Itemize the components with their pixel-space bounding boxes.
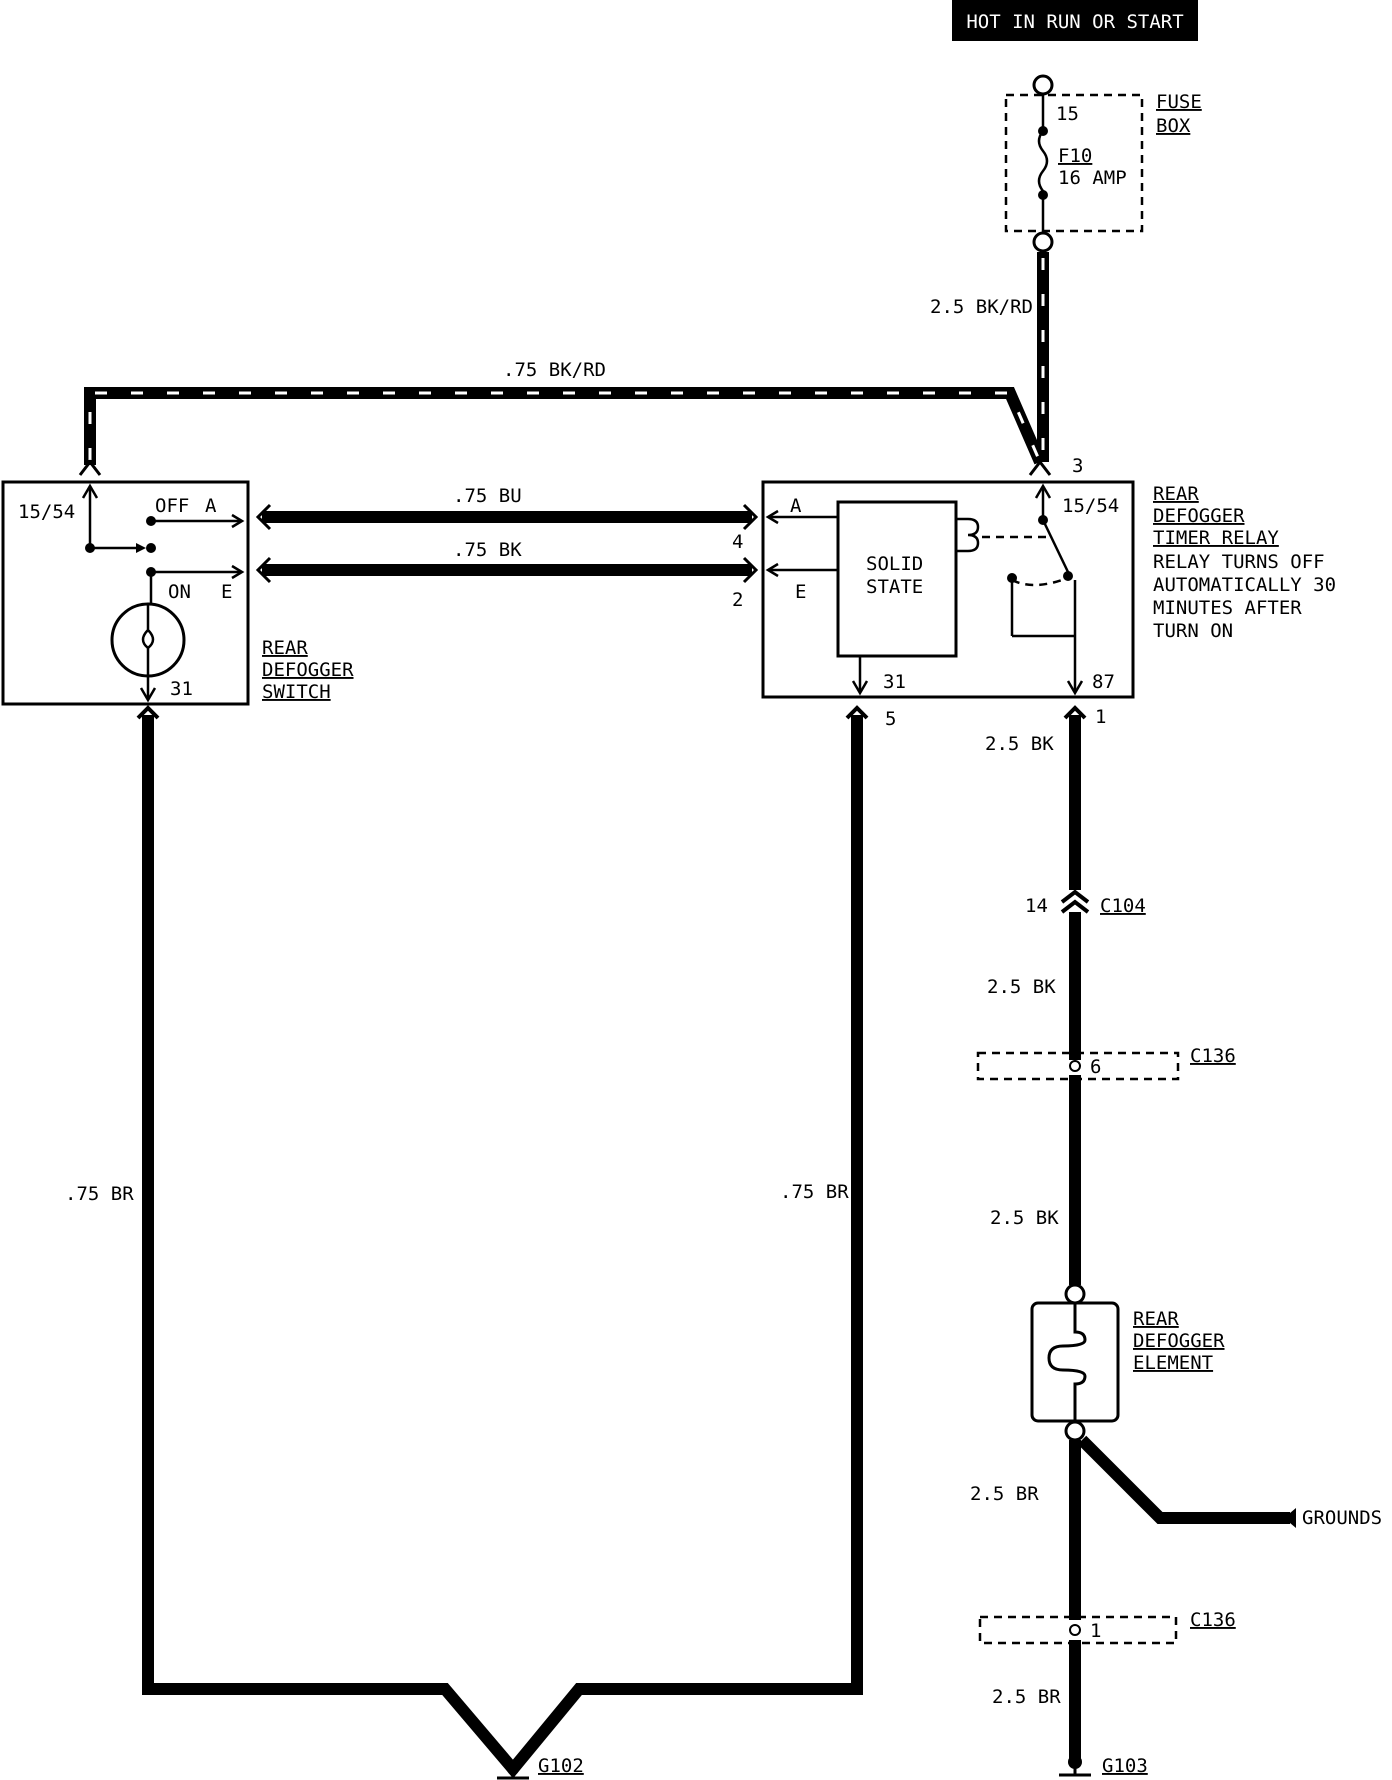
rear-defogger-switch: 15/54 OFF A ON E 31 REAR DEFOGGER SWITCH bbox=[1, 480, 354, 706]
switch-pin-ground: 31 bbox=[170, 678, 193, 700]
fuse-name: F10 bbox=[1058, 145, 1092, 167]
solid-state-module bbox=[836, 500, 958, 658]
solid-state-label-2: STATE bbox=[866, 576, 923, 598]
relay-pin-feed: 15/54 bbox=[1062, 495, 1119, 517]
relay-pin-ground: 31 bbox=[883, 671, 906, 693]
c104-name: C104 bbox=[1100, 895, 1146, 917]
power-header: HOT IN RUN OR START bbox=[952, 0, 1198, 41]
relay-note-1: RELAY TURNS OFF bbox=[1153, 551, 1325, 573]
wire-element-ground-label-1: 2.5 BR bbox=[970, 1483, 1039, 1505]
ground-g102: G102 bbox=[497, 1755, 584, 1780]
rear-defogger-timer-relay: 4 2 A E SOLID STATE 15/54 31 87 3 REAR D… bbox=[732, 455, 1336, 699]
switch-pos-on: ON bbox=[168, 581, 191, 603]
fuse-terminal: 15 bbox=[1056, 103, 1079, 125]
relay-note-4: TURN ON bbox=[1153, 620, 1233, 642]
wire-relay-out-label-2: 2.5 BK bbox=[987, 976, 1056, 998]
switch-label-1: REAR bbox=[262, 637, 308, 659]
heater-grid-icon bbox=[1047, 1303, 1087, 1421]
solid-state-label-1: SOLID bbox=[866, 553, 923, 575]
wire-switch-ground: .75 BR .75 BR 5 bbox=[65, 705, 896, 1779]
element-label-1: REAR bbox=[1133, 1308, 1179, 1330]
wire-relay-out-label-1: 2.5 BK bbox=[985, 733, 1054, 755]
relay-conn-e: 2 bbox=[732, 589, 743, 611]
switch-pos-off: OFF bbox=[155, 495, 189, 517]
relay-label-3: TIMER RELAY bbox=[1153, 527, 1279, 549]
wire-feed-switch: .75 BK/RD bbox=[78, 359, 1052, 476]
ground-g102-label: G102 bbox=[538, 1755, 584, 1777]
fuse-box-label-2: BOX bbox=[1156, 115, 1191, 137]
c136-name-bottom: C136 bbox=[1190, 1609, 1236, 1631]
relay-coil-icon bbox=[967, 517, 980, 553]
switch-label-3: SWITCH bbox=[262, 681, 331, 703]
power-label: HOT IN RUN OR START bbox=[966, 11, 1183, 33]
switch-pin-a: A bbox=[205, 495, 217, 517]
c104-pin: 14 bbox=[1025, 895, 1048, 917]
relay-pin-out: 87 bbox=[1092, 671, 1115, 693]
wire-signal-a: .75 BU bbox=[255, 485, 759, 531]
wire-element-ground-label-2: 2.5 BR bbox=[992, 1686, 1061, 1708]
wire-feed-main: 2.5 BK/RD bbox=[930, 252, 1049, 462]
wire-feed-switch-label: .75 BK/RD bbox=[503, 359, 606, 381]
wire-signal-e: .75 BK bbox=[255, 539, 759, 584]
wire-relay-ground-label: .75 BR bbox=[780, 1181, 849, 1203]
wire-switch-ground-label: .75 BR bbox=[65, 1183, 134, 1205]
wire-relay-out-label-3: 2.5 BK bbox=[990, 1207, 1059, 1229]
relay-note-3: MINUTES AFTER bbox=[1153, 597, 1302, 619]
relay-label-2: DEFOGGER bbox=[1153, 505, 1245, 527]
ground-g103: G103 bbox=[1059, 1755, 1148, 1777]
relay-note-2: AUTOMATICALLY 30 bbox=[1153, 574, 1336, 596]
c136-pin-top: 6 bbox=[1090, 1056, 1101, 1078]
relay-label-1: REAR bbox=[1153, 483, 1199, 505]
fuse-rating: 16 AMP bbox=[1058, 167, 1127, 189]
c136-pin-bottom: 1 bbox=[1090, 1620, 1101, 1642]
relay-pin-e: E bbox=[795, 581, 806, 603]
ground-g103-label: G103 bbox=[1102, 1755, 1148, 1777]
wire-element-ground: GROUNDS 2.5 BR 1 C136 2.5 BR bbox=[970, 1435, 1382, 1760]
switch-label-2: DEFOGGER bbox=[262, 659, 354, 681]
wire-relay-out: 1 2.5 BK 14 C104 2.5 BK 6 C136 2.5 BK bbox=[976, 705, 1236, 1305]
rear-defogger-element: REAR DEFOGGER ELEMENT bbox=[1030, 1301, 1225, 1442]
relay-pin-a: A bbox=[790, 495, 802, 517]
fuse-box-label-1: FUSE bbox=[1156, 91, 1202, 113]
wire-signal-a-label: .75 BU bbox=[453, 485, 522, 507]
fuse-box: 15 F10 16 AMP FUSE BOX bbox=[1004, 74, 1202, 253]
switch-pin-e: E bbox=[221, 581, 232, 603]
wire-feed-main-label: 2.5 BK/RD bbox=[930, 296, 1033, 318]
relay-conn-feed: 3 bbox=[1072, 455, 1083, 477]
element-label-2: DEFOGGER bbox=[1133, 1330, 1225, 1352]
wire-signal-e-label: .75 BK bbox=[453, 539, 522, 561]
relay-conn-a: 4 bbox=[732, 531, 743, 553]
switch-pin-feed: 15/54 bbox=[18, 501, 75, 523]
relay-conn-ground: 5 bbox=[885, 708, 896, 730]
c136-name-top: C136 bbox=[1190, 1045, 1236, 1067]
grounds-label: GROUNDS bbox=[1302, 1507, 1382, 1529]
relay-conn-out: 1 bbox=[1095, 706, 1106, 728]
element-label-3: ELEMENT bbox=[1133, 1352, 1213, 1374]
